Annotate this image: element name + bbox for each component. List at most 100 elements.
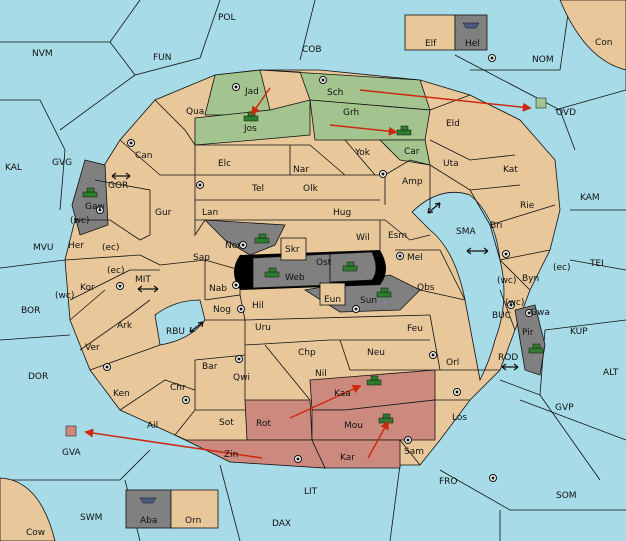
- sea-label: DOR: [28, 372, 48, 382]
- province-label: Obs: [417, 283, 435, 293]
- sea-label: GOR: [108, 181, 128, 191]
- fleet-units: [65, 22, 547, 504]
- province-label: Esm: [388, 231, 407, 241]
- province-label: Hug: [333, 208, 351, 218]
- sea-label: Cow: [26, 528, 45, 538]
- province-label: Grh: [343, 108, 359, 118]
- sea-label: GVP: [555, 403, 574, 413]
- sea-labels: POL NVM FUN COB NOM Con OVD KAL GVG KAM …: [5, 13, 619, 538]
- province-label: Sam: [404, 447, 424, 457]
- province-label: Wil: [356, 233, 370, 243]
- sea-label: KAM: [580, 193, 600, 203]
- province-label: Tel: [251, 184, 264, 194]
- sea-label: ROD: [498, 353, 518, 363]
- sea-label: SMA: [456, 227, 476, 237]
- army-icon-web[interactable]: [264, 267, 280, 278]
- province-label: Bri: [490, 221, 502, 231]
- sea-label: DAX: [272, 519, 291, 529]
- province-eun[interactable]: [319, 282, 346, 306]
- province-jad[interactable]: [204, 69, 271, 116]
- sea-label: KUP: [570, 327, 588, 337]
- fleet-icon-hel[interactable]: [462, 22, 480, 29]
- province-skr[interactable]: [280, 237, 307, 261]
- coast-tag: (wc): [505, 298, 524, 308]
- sea-label: FUN: [153, 53, 172, 63]
- province-label: Pir: [522, 328, 534, 338]
- province-label: Gur: [155, 208, 172, 218]
- province-label: Olk: [303, 184, 319, 194]
- province-hel[interactable]: [454, 14, 488, 51]
- sea-label: TEI: [589, 259, 604, 269]
- coast-tag: (wc): [497, 276, 516, 286]
- sea-label: MIT: [135, 275, 151, 285]
- army-icon-gaw[interactable]: [82, 187, 98, 198]
- army-icon-sun[interactable]: [376, 287, 392, 298]
- coast-tag: (ec): [553, 263, 571, 273]
- province-labels: Jad Sch Qua Jos Grh Eld Can Yok Car Uta …: [68, 87, 550, 463]
- province-label: Bar: [202, 362, 218, 372]
- sea-label: ALT: [603, 368, 619, 378]
- province-label: Eld: [446, 119, 460, 129]
- sea-label: COB: [302, 45, 322, 55]
- sea-label: BUC: [492, 311, 511, 321]
- province-label: Kor: [80, 283, 95, 293]
- province-label: Eun: [324, 295, 341, 305]
- supply-centers: [96, 54, 533, 482]
- province-label: Gaw: [85, 202, 105, 212]
- province-kar[interactable]: [311, 439, 401, 469]
- province-nor[interactable]: [203, 219, 286, 256]
- province-label: Chr: [170, 383, 186, 393]
- province-orn[interactable]: [170, 489, 219, 529]
- sea-label: GVA: [62, 448, 82, 458]
- province-label: Elc: [218, 159, 231, 169]
- province-aba[interactable]: [125, 489, 172, 529]
- province-pir[interactable]: [514, 304, 546, 376]
- inset-label: Elf: [425, 39, 437, 49]
- army-icon-pir[interactable]: [528, 343, 544, 354]
- province-label: Feu: [407, 324, 423, 334]
- sea-label: SWM: [80, 513, 102, 523]
- province-label: Uta: [443, 159, 459, 169]
- province-label: Kaa: [334, 389, 351, 399]
- province-gaw[interactable]: [71, 159, 109, 236]
- province-label: Gwa: [530, 308, 550, 318]
- province-label: Hil: [252, 301, 264, 311]
- province-label: Sap: [193, 253, 210, 263]
- province-label: Byn: [522, 274, 539, 284]
- province-label: Ver: [85, 343, 100, 353]
- sea-label: Con: [595, 38, 613, 48]
- sea-label: POL: [218, 13, 236, 23]
- province-label: Amp: [402, 177, 423, 187]
- province-label: Chp: [298, 348, 316, 358]
- province-label: Orl: [446, 358, 459, 368]
- sea-label: GVG: [52, 158, 72, 168]
- sea-label: FRO: [439, 477, 458, 487]
- sea-label: RBU: [166, 327, 185, 337]
- army-icon-ost[interactable]: [342, 261, 358, 272]
- fleet-icon-aba[interactable]: [139, 497, 157, 504]
- province-label: Rie: [520, 201, 535, 211]
- province-label: Nog: [213, 305, 231, 315]
- province-label: Can: [135, 151, 153, 161]
- province-label: Nil: [315, 369, 327, 379]
- inset-label: Aba: [140, 516, 157, 526]
- fleet-icon-ovd[interactable]: [535, 97, 547, 109]
- army-icon-kaa[interactable]: [366, 375, 382, 386]
- province-label: Zin: [224, 450, 238, 460]
- coast-tag: (ec): [102, 243, 120, 253]
- province-label: Ost: [316, 258, 332, 268]
- province-label: Neu: [367, 348, 385, 358]
- inner-sea-sma[interactable]: [411, 191, 505, 382]
- sea-label: BOR: [21, 306, 40, 316]
- province-label: Kat: [503, 165, 518, 175]
- army-icon-nor[interactable]: [254, 233, 270, 244]
- province-label: Her: [68, 241, 84, 251]
- province-label: Nar: [293, 165, 309, 175]
- sea-label: NVM: [32, 49, 53, 59]
- province-label: Los: [452, 413, 467, 423]
- province-label: Yok: [354, 148, 371, 158]
- sea-label: KAL: [5, 163, 22, 173]
- fleet-icon-gva[interactable]: [65, 425, 77, 437]
- inset-label: Hel: [465, 39, 480, 49]
- sea-label: LIT: [304, 487, 318, 497]
